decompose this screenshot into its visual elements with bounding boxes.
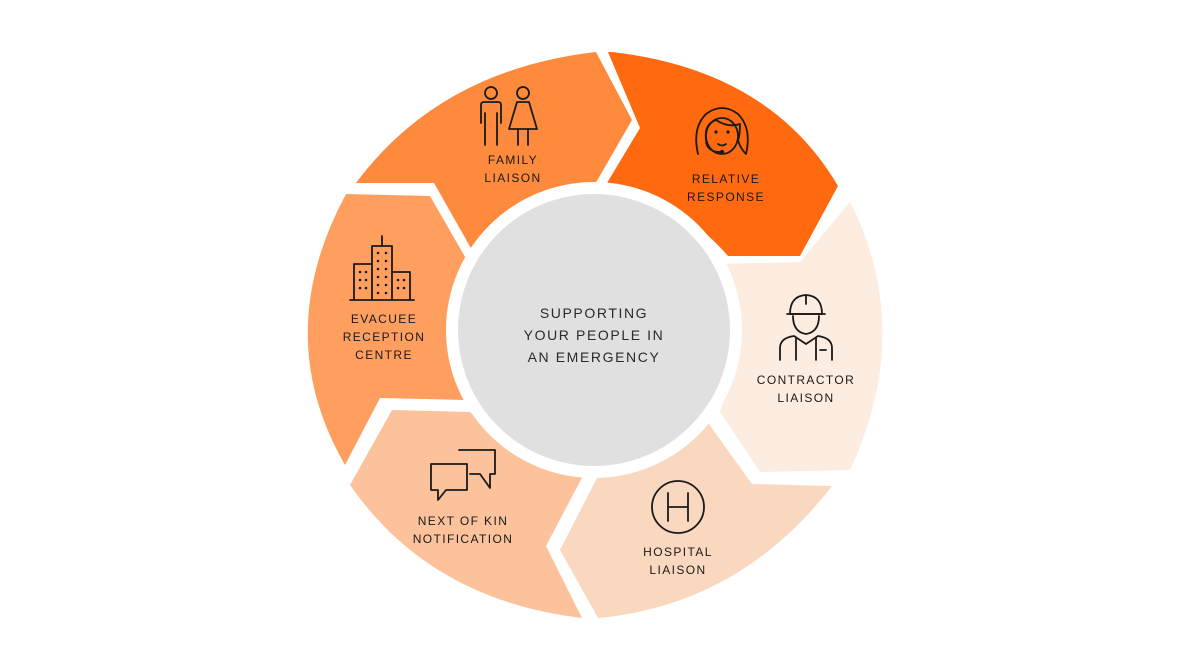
next-of-kin-label-2: NOTIFICATION xyxy=(413,532,514,546)
hospital-liaison-label-1: HOSPITAL xyxy=(643,545,713,559)
segment-next-of-kin-notification xyxy=(350,410,584,618)
hard-hat-worker-icon xyxy=(779,294,833,361)
next-of-kin-label-1: NEXT OF KIN xyxy=(418,514,509,528)
evacuee-label-3: CENTRE xyxy=(355,348,413,362)
center-line-1: SUPPORTING xyxy=(540,305,648,321)
segment-family-liaison xyxy=(356,52,632,250)
relative-response-label-2: RESPONSE xyxy=(687,190,765,204)
center-circle xyxy=(458,194,730,466)
center-line-3: AN EMERGENCY xyxy=(528,349,661,365)
family-people-icon xyxy=(480,86,538,146)
family-liaison-label-2: LIAISON xyxy=(484,171,541,185)
headset-person-icon xyxy=(695,107,749,155)
contractor-liaison-label-1: CONTRACTOR xyxy=(757,373,855,387)
speech-bubbles-icon xyxy=(430,449,496,501)
buildings-icon xyxy=(349,235,415,301)
evacuee-label-1: EVACUEE xyxy=(351,312,417,326)
hospital-h-icon xyxy=(651,480,705,534)
evacuee-label-2: RECEPTION xyxy=(343,330,426,344)
segment-contractor-liaison xyxy=(714,202,883,472)
family-liaison-label-1: FAMILY xyxy=(488,153,538,167)
segment-evacuee-reception-centre xyxy=(307,194,468,465)
hospital-liaison-label-2: LIAISON xyxy=(649,563,706,577)
center-line-2: YOUR PEOPLE IN xyxy=(524,327,665,343)
relative-response-label-1: RELATIVE xyxy=(692,172,760,186)
cycle-segments xyxy=(307,52,883,618)
contractor-liaison-label-2: LIAISON xyxy=(777,391,834,405)
